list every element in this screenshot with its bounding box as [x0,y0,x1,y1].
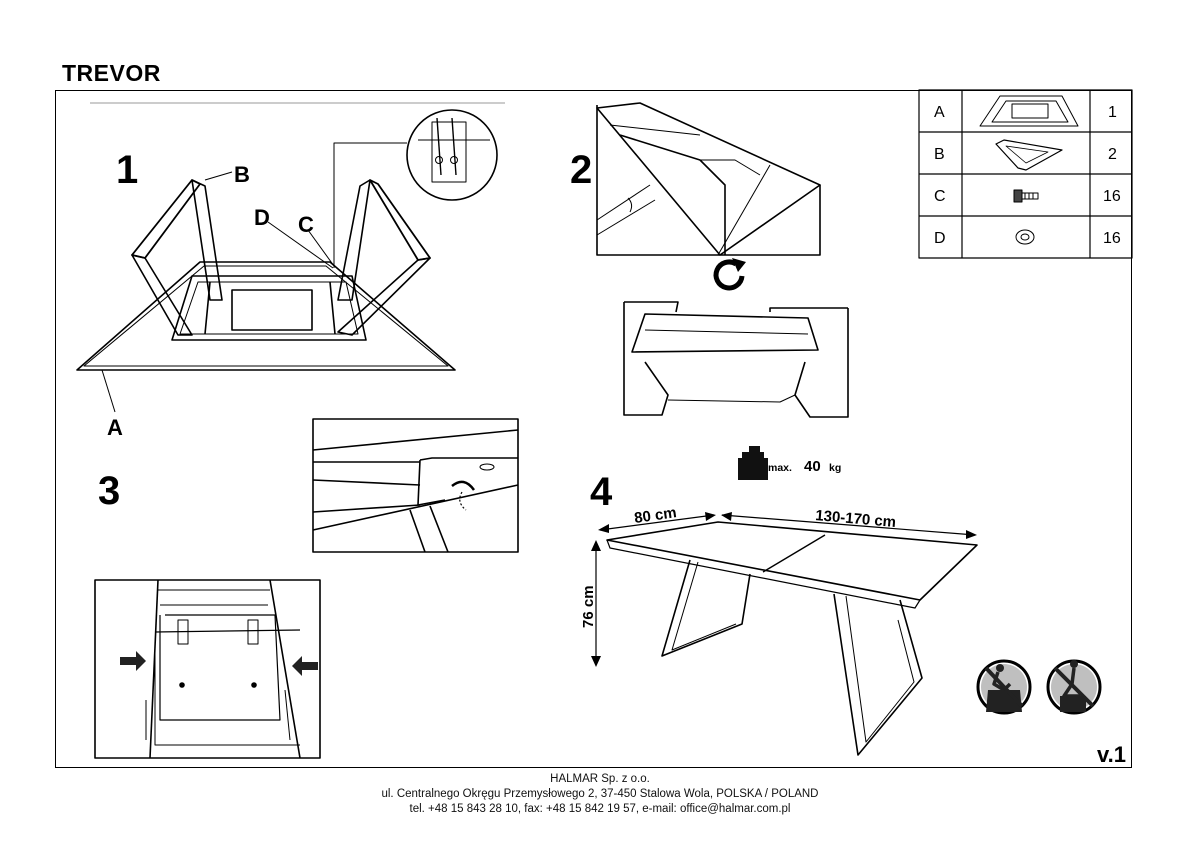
push-arrow-left-icon [120,651,146,671]
load-unit: kg [829,462,841,474]
no-climbing-icon [1046,659,1102,715]
footer-contact: tel. +48 15 843 28 10, fax: +48 15 842 1… [409,803,791,815]
dimension-length: 130-170 cm [815,507,897,531]
parts-row-a-qty: 1 [1108,104,1117,121]
footer-address: ul. Centralnego Okręgu Przemysłowego 2, … [381,788,819,800]
tabletop-frame-icon [979,95,1079,127]
instruction-frame [55,90,1132,768]
callout-d: D [254,205,270,230]
parts-row-b-letter: B [934,146,945,163]
page-title: TREVOR [62,60,161,86]
load-value: 40 [804,458,821,475]
push-arrow-right-icon [292,656,318,676]
parts-row-d-qty: 16 [1103,230,1121,247]
step2-leaf-illustration [623,301,849,418]
parts-row-a-letter: A [934,104,945,121]
parts-row-b-qty: 2 [1108,146,1117,163]
step-1-number: 1 [116,148,138,192]
step-3-number: 3 [98,469,120,513]
callout-c: C [298,212,314,237]
step3-bottom-view [94,579,321,759]
step4-illustration [595,514,978,756]
load-prefix: max. [768,462,792,474]
washer-icon [1015,229,1035,245]
version-label: v.1 [1097,742,1126,767]
step1-illustration [76,102,505,413]
dimension-depth: 80 cm [633,504,677,527]
parts-row-d-letter: D [934,230,946,247]
step3-lock-detail [312,418,519,553]
parts-row-c-letter: C [934,188,946,205]
parts-table [918,89,1133,259]
rotate-arrow-icon [713,258,746,291]
bolt-icon [1013,189,1039,203]
leg-frame-icon [995,139,1063,171]
weight-icon [738,446,768,480]
parts-row-c-qty: 16 [1103,188,1121,205]
step2-illustration [596,102,821,256]
no-standing-on-table-icon [976,659,1032,715]
callout-a: A [107,415,123,440]
dimension-height: 76 cm [580,585,597,628]
step-2-number: 2 [570,148,592,192]
callout-b: B [234,162,250,187]
step-4-number: 4 [590,470,613,514]
footer-company: HALMAR Sp. z o.o. [550,773,650,785]
